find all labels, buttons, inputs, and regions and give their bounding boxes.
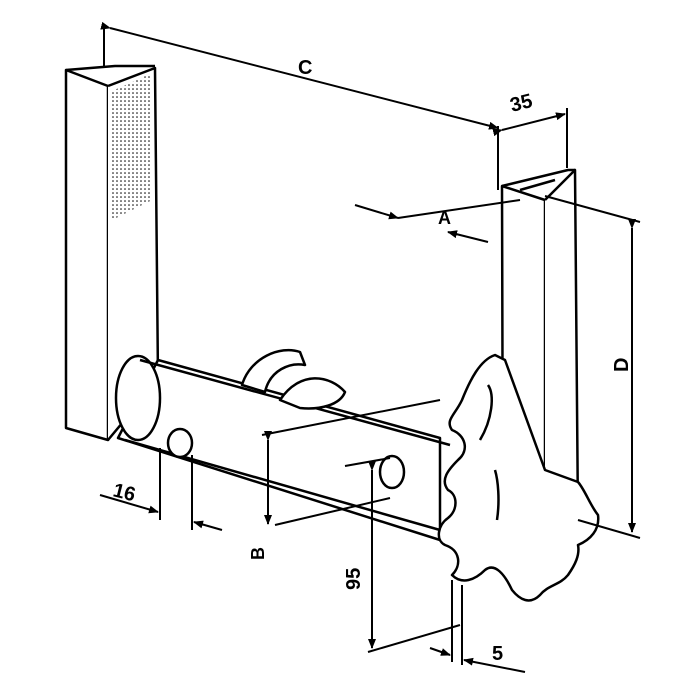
dimension-c (100, 21, 499, 190)
dimension-35-label: 35 (508, 90, 535, 117)
dimension-b-label: B (248, 547, 268, 560)
dimension-95 (344, 457, 461, 653)
dimension-16 (99, 448, 223, 531)
dimension-95-label: 95 (343, 568, 365, 590)
dimension-5 (429, 580, 526, 673)
hinge-shaft (114, 354, 451, 542)
notched-plate (437, 353, 600, 602)
dimension-5-label: 5 (492, 643, 503, 665)
dimension-c-label: C (298, 57, 312, 79)
dimension-d (544, 195, 641, 539)
dimension-a (354, 199, 521, 243)
dimension-a-label: A (438, 208, 451, 228)
hook-lug (240, 348, 347, 410)
dimension-35 (492, 108, 568, 168)
dimension-d-label: D (611, 358, 633, 372)
dimension-16-label: 16 (111, 480, 138, 507)
